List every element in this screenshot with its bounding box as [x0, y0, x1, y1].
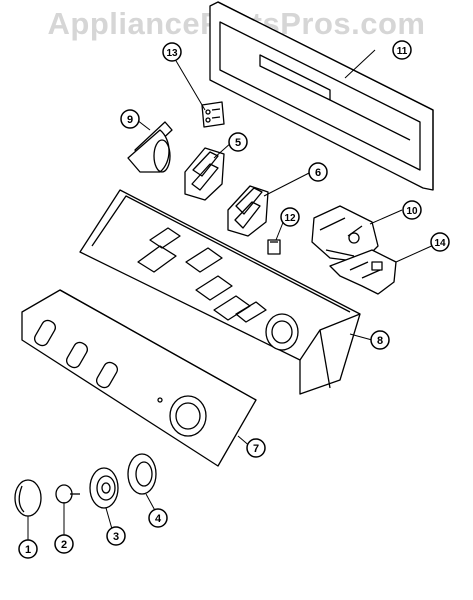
callout-circle: [246, 438, 266, 458]
callout-circle: [148, 508, 168, 528]
callout-label: 14: [434, 238, 446, 249]
callout-label: 10: [406, 206, 418, 217]
callout-circle: [18, 539, 38, 559]
callout-label: 6: [315, 167, 321, 179]
callout-11: 11: [392, 40, 412, 60]
callout-circle: [308, 162, 328, 182]
callout-3: 3: [106, 526, 126, 546]
label-sticker: [201, 101, 225, 128]
callout-10: 10: [402, 200, 422, 220]
knob-ring-part-3: [89, 467, 119, 509]
rocker-switch-5: [184, 147, 225, 201]
small-clip: [267, 239, 281, 255]
callout-5: 5: [228, 132, 248, 152]
callout-label: 11: [397, 46, 408, 57]
callout-circle: [280, 207, 300, 227]
callout-2: 2: [54, 534, 74, 554]
knob-bezel-part-4: [127, 453, 157, 495]
knob-part: [127, 121, 173, 173]
callout-circle: [392, 40, 412, 60]
knob-cap-part-1: [14, 479, 42, 517]
callout-label: 13: [166, 48, 178, 59]
callout-circle: [54, 534, 74, 554]
callout-label: 7: [253, 443, 259, 455]
console-housing: [79, 189, 361, 395]
mounting-bracket: [329, 249, 397, 295]
callout-circle: [430, 232, 450, 252]
callout-7: 7: [246, 438, 266, 458]
front-control-panel: [21, 289, 257, 467]
callout-1: 1: [18, 539, 38, 559]
callout-4: 4: [148, 508, 168, 528]
callout-label: 9: [127, 114, 133, 126]
callout-label: 12: [284, 213, 296, 224]
callout-circle: [228, 132, 248, 152]
console-back-panel: [209, 1, 434, 191]
callout-label: 5: [235, 137, 241, 149]
callout-label: 4: [155, 513, 162, 525]
callout-label: 8: [377, 335, 383, 347]
callout-circle: [162, 42, 182, 62]
callout-label: 1: [25, 544, 31, 556]
rocker-switch-6: [227, 185, 269, 237]
callout-13: 13: [162, 42, 182, 62]
callout-circle: [120, 109, 140, 129]
callout-14: 14: [430, 232, 450, 252]
callout-circle: [106, 526, 126, 546]
callout-label: 2: [61, 539, 67, 551]
knob-stem-part-2: [55, 484, 80, 504]
callout-9: 9: [120, 109, 140, 129]
callout-8: 8: [370, 330, 390, 350]
callout-12: 12: [280, 207, 300, 227]
callout-circle: [402, 200, 422, 220]
callout-circle: [370, 330, 390, 350]
callout-6: 6: [308, 162, 328, 182]
callout-label: 3: [113, 531, 119, 543]
